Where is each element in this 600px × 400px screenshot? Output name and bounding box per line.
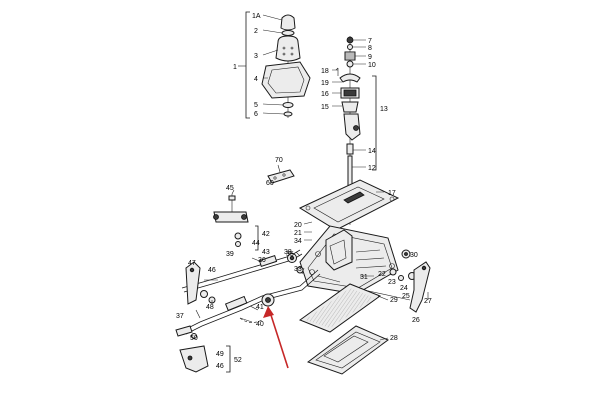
callout-3: 3 — [254, 53, 258, 60]
right-linkage — [363, 249, 431, 313]
callout-45: 45 — [226, 185, 234, 192]
gasket-part-28 — [306, 325, 389, 375]
lever-part-13 — [343, 113, 361, 141]
selector-cable-part-39 — [181, 249, 304, 293]
callout-14: 14 — [368, 148, 376, 155]
callout-27: 27 — [424, 298, 432, 305]
gate-plate-part-17 — [298, 179, 400, 231]
washer-part-8 — [347, 44, 353, 50]
callout-44: 44 — [252, 240, 260, 247]
bush-part-10 — [346, 60, 354, 68]
callout-16: 16 — [321, 91, 329, 98]
retainer-part-19 — [339, 73, 361, 83]
callout-21: 21 — [294, 230, 302, 237]
callout-42: 42 — [262, 231, 270, 238]
callout-2: 2 — [254, 28, 258, 35]
callout-8: 8 — [368, 45, 372, 52]
callout-70: 70 — [275, 157, 283, 164]
gear-knob-assembly — [238, 11, 311, 119]
callout-46-lower: 46 — [216, 363, 224, 370]
gaiter-frame-part-4 — [261, 61, 311, 99]
callout-20: 20 — [294, 222, 302, 229]
ball-part-15 — [341, 101, 359, 113]
knob-body-part-3 — [275, 35, 301, 62]
callout-38: 38 — [284, 249, 292, 256]
callout-60: 60 — [266, 180, 274, 187]
callout-22: 22 — [378, 271, 386, 278]
callout-25: 25 — [402, 293, 410, 300]
callout-50: 50 — [190, 335, 198, 342]
callout-46-upper: 46 — [208, 267, 216, 274]
washer-part-22 — [389, 268, 397, 276]
callout-10: 10 — [368, 62, 376, 69]
washer-part-23 — [398, 275, 404, 281]
callout-43: 43 — [262, 249, 270, 256]
callout-39: 39 — [226, 251, 234, 258]
callout-30: 30 — [410, 252, 418, 259]
lever-part-26 — [409, 261, 431, 313]
callout-5: 5 — [254, 102, 258, 109]
callout-1a: 1A — [252, 13, 261, 20]
callout-6: 6 — [254, 111, 258, 118]
callout-52: 52 — [234, 357, 242, 364]
shift-housing-part-31 — [299, 225, 399, 295]
callout-36: 36 — [258, 257, 266, 264]
callout-4: 4 — [254, 76, 258, 83]
callout-48: 48 — [206, 304, 214, 311]
callout-17: 17 — [388, 190, 396, 197]
callout-29: 29 — [390, 297, 398, 304]
callout-26: 26 — [412, 317, 420, 324]
callout-24: 24 — [400, 285, 408, 292]
callout-34: 34 — [294, 238, 302, 245]
callout-23: 23 — [388, 279, 396, 286]
red-indicator-arrow — [263, 306, 289, 369]
clip-part-7 — [346, 36, 354, 44]
callout-12: 12 — [368, 165, 376, 172]
callout-47: 47 — [188, 260, 196, 267]
shift-cable-part-40 — [175, 269, 321, 337]
callout-18: 18 — [321, 68, 329, 75]
bracket-part-52 — [179, 333, 231, 373]
left-lever-47 — [185, 261, 216, 319]
knob-ring-part-2 — [281, 30, 295, 36]
gasket-part-29 — [298, 283, 382, 333]
callout-31: 31 — [360, 274, 368, 281]
callout-41: 41 — [256, 304, 264, 311]
callout-35: 35 — [286, 251, 294, 258]
callout-37: 37 — [176, 313, 184, 320]
washer-part-5 — [282, 102, 294, 108]
leader-lines — [204, 14, 389, 341]
callout-40: 40 — [256, 321, 264, 328]
callout-13: 13 — [380, 106, 388, 113]
callout-9: 9 — [368, 54, 372, 61]
callout-19: 19 — [321, 80, 329, 87]
callout-1: 1 — [233, 64, 237, 71]
knob-part-1a — [280, 14, 296, 31]
boss-part-14 — [346, 143, 354, 155]
callout-15: 15 — [321, 104, 329, 111]
callout-33: 33 — [294, 266, 302, 273]
nut-part-6 — [283, 111, 293, 117]
sensor-part-70-60 — [267, 164, 295, 184]
callout-49: 49 — [216, 351, 224, 358]
callout-labels: 1A 2 3 4 5 6 1 7 8 9 10 18 19 16 15 13 1… — [176, 13, 432, 370]
bracket-assembly-42 — [213, 194, 259, 251]
callout-7: 7 — [368, 38, 372, 45]
callout-28: 28 — [390, 335, 398, 342]
